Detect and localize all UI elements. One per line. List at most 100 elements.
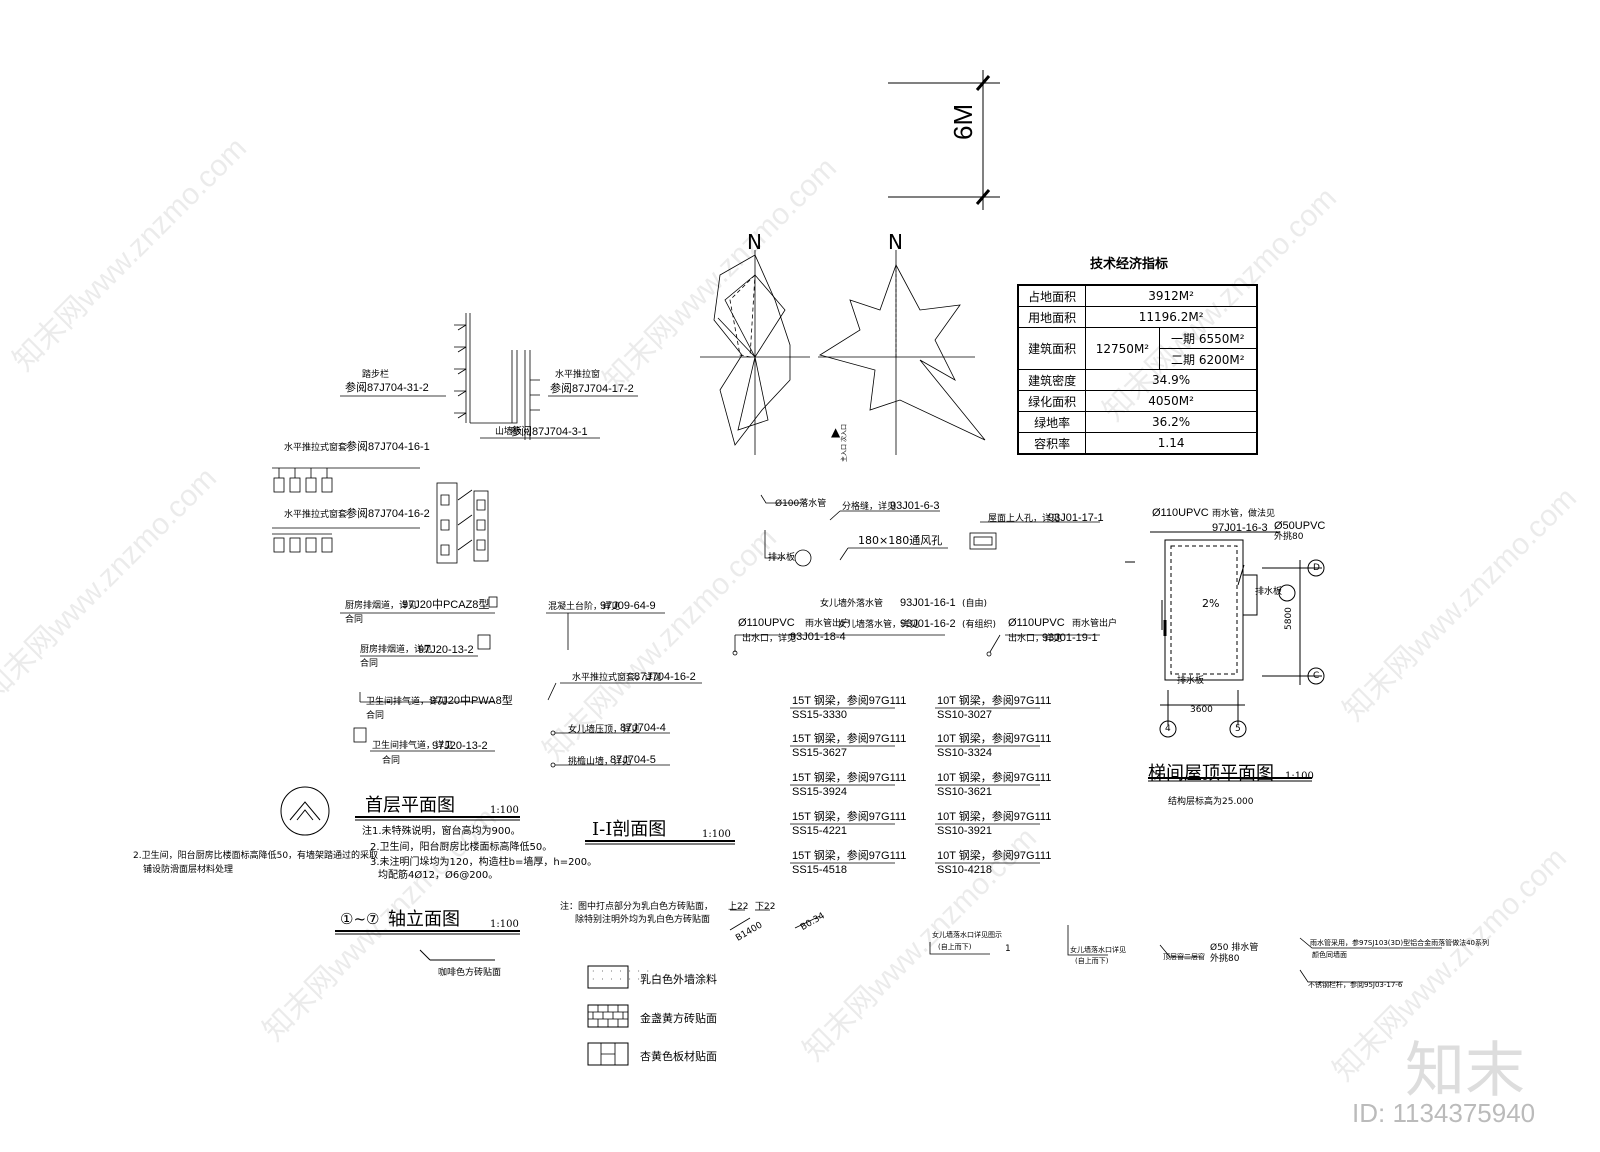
callout-sub: 合同 (366, 711, 385, 721)
callout-code: 97J20中PCAZ8型 (402, 599, 490, 611)
callout-code: 93J01-6-3 (890, 500, 940, 512)
elevation-tag: 咖啡色方砖贴面 (438, 968, 502, 978)
steel-line: 10T 钢梁，参阅97G111 (937, 772, 1052, 784)
steel-line: SS10-3621 (937, 786, 993, 798)
callout-note: 雨水管出户 (805, 619, 851, 629)
callout-note: 屋面上人孔，详见 (988, 514, 1061, 524)
note-line: 2.卫生间，阳台厨房比楼面标高降低50。 (370, 842, 553, 853)
callout-sub: 出水口，详见 (742, 634, 797, 644)
bottom-note: 颜色同墙面 (1312, 951, 1347, 959)
wind-rose-right (818, 250, 986, 455)
ind-label: 用地面积 (1017, 306, 1087, 328)
elevation-axis: ①~⑦ (340, 910, 380, 928)
steel-line: SS10-4218 (937, 864, 993, 876)
callout-extra: 外挑80 (1274, 532, 1304, 542)
ind-value: 3912M² (1085, 284, 1258, 307)
callout-note: 分格缝，详见 (842, 502, 897, 512)
entrance-arrow-icon: ▲ (831, 425, 841, 439)
ind-sub-value: 6200M² (1198, 352, 1245, 367)
steel-line: 15T 钢梁，参阅97G111 (792, 695, 907, 707)
ind-label: 建筑面积 (1017, 327, 1087, 370)
note-line: 3.未注明门垛均为120，构造柱b=墙厚，h=200。 (370, 857, 598, 868)
title-section: I-I剖面图 (592, 819, 667, 840)
roof-outlet: 排水板 (1177, 676, 1205, 686)
wind-rose-left (700, 250, 810, 455)
callout-code: 97J20中PWA8型 (430, 695, 513, 707)
callout-code: 参阅87J704-16-2 (346, 508, 430, 520)
window-elevations (272, 467, 489, 564)
bottom-note: Ø50 排水管 (1210, 943, 1259, 953)
steel-line: 10T 钢梁，参阅97G111 (937, 733, 1052, 745)
callout-note: 踏步栏 (362, 370, 390, 380)
stair-detail (340, 313, 638, 440)
callout-note: 雨水管出户 (1072, 619, 1118, 629)
ind-value: 12750M² (1085, 327, 1160, 370)
steel-line: 10T 钢梁，参阅97G111 (937, 811, 1052, 823)
steel-line: SS15-4518 (792, 864, 848, 876)
bottom-note: 雨水管采用，参97SJ103(3D)型铝合金雨落管做法40系列 (1310, 939, 1489, 947)
legend-swatches (587, 965, 629, 1066)
steel-line: 15T 钢梁，参阅97G111 (792, 772, 907, 784)
callout-code: 参阅87J704-17-2 (550, 383, 634, 395)
title-roof: 梯间屋顶平面图 (1148, 763, 1274, 784)
note-line: 铺设防滑面层材料处理 (143, 865, 234, 875)
leader-lines (340, 596, 702, 768)
steel-line: SS15-4221 (792, 825, 848, 837)
title-elevation: 轴立面图 (388, 909, 460, 930)
bottom-note: 女儿墙落水口详见图示 (932, 931, 1002, 939)
roof-elevation-note: 结构层标高为25.000 (1168, 797, 1254, 807)
bottom-note: 顶层窗二层窗 (1163, 953, 1205, 961)
ind-sub: 一期 6550M² (1158, 327, 1258, 349)
legend-label: 乳白色外墙涂料 (640, 973, 717, 986)
callout-code: 93J01-17-1 (1048, 512, 1104, 524)
callout-note: 厨房排烟道，详见 (360, 645, 433, 655)
brand-logo: 知末 (1405, 1036, 1525, 1106)
callout-code: 93J01-19-1 (1042, 632, 1098, 644)
callout-note: 水平推拉式窗套 (284, 510, 348, 520)
callout-note: 水平推拉式窗套 (284, 443, 348, 453)
callout-note: 水平推拉式窗套，详见 (572, 673, 663, 683)
bottom-note: (自上而下) (1075, 957, 1109, 965)
roof-slope: 2% (1202, 597, 1220, 610)
callout-note: 180×180通风孔 (858, 534, 943, 547)
ind-label: 占地面积 (1017, 284, 1087, 307)
steel-line: 10T 钢梁，参阅97G111 (937, 850, 1052, 862)
steel-line: SS15-3330 (792, 709, 848, 721)
callout-note: 水平推拉窗 (555, 370, 601, 380)
callout-note: 女儿墙压顶，详见 (568, 725, 641, 735)
title-underlines (280, 786, 735, 961)
roof-plan (1125, 531, 1325, 782)
ind-label: 绿化面积 (1017, 390, 1087, 412)
roof-dim-h: 5800 (1284, 607, 1294, 630)
callout-code: 97J01-16-3 (1212, 522, 1268, 534)
steel-line: SS15-3924 (792, 786, 848, 798)
ind-label: 建筑密度 (1017, 369, 1087, 391)
callout-note: 女儿墙落水管，详见 (838, 620, 920, 630)
entrance-label: 主入口 次入口 (840, 424, 848, 462)
axis-label: 5 (1235, 724, 1241, 734)
ind-sub: 二期 6200M² (1158, 348, 1258, 370)
section-mark: 下22 (755, 902, 776, 912)
dimension-label: 6M (948, 103, 978, 140)
callout-code: 87J704-4 (620, 722, 666, 734)
middle-callouts (732, 494, 1100, 657)
callout-code: 参阅87J704-3-1 (510, 426, 588, 438)
roof-dim-w: 3600 (1190, 705, 1213, 715)
callout-code: 93J01-16-2 (900, 618, 956, 630)
callout-sub: (自由) (962, 599, 988, 609)
callout-code: 87J704-5 (610, 754, 656, 766)
title-first-floor: 首层平面图 (365, 795, 455, 816)
ind-value: 36.2% (1085, 411, 1258, 433)
north-label-left: N (747, 230, 762, 254)
legend-label: 杏黄色板材贴面 (640, 1050, 717, 1063)
steel-line: SS10-3027 (937, 709, 993, 721)
axis-label: C (1313, 671, 1320, 681)
bottom-note: 女儿墙落水口详见 (1070, 946, 1126, 954)
callout-note: 雨水管，做法见 (1212, 509, 1276, 519)
callout-code: 93J01-16-1 (900, 597, 956, 609)
callout-sub: 出水口，详见 (1008, 634, 1063, 644)
north-label-right: N (888, 230, 903, 254)
callout-code: 97J09-64-9 (600, 600, 656, 612)
steel-line: SS10-3324 (937, 747, 993, 759)
